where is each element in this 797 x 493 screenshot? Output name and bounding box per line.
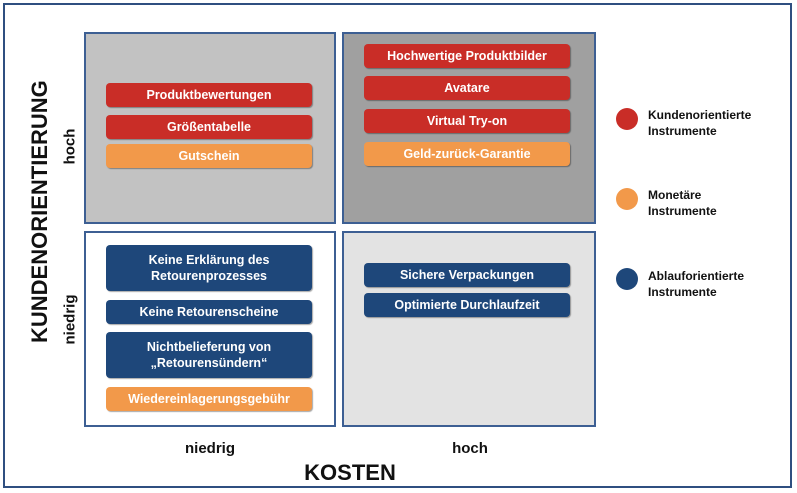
instrument-pill: Wiedereinlagerungsgebühr bbox=[106, 387, 312, 411]
legend-dot-red bbox=[616, 108, 638, 130]
legend-line: Monetäre bbox=[648, 188, 702, 202]
quadrant-top-right: Hochwertige Produktbilder Avatare Virtua… bbox=[342, 32, 596, 224]
instrument-pill: Virtual Try-on bbox=[364, 109, 570, 133]
instrument-pill: Sichere Verpackungen bbox=[364, 263, 570, 287]
legend-line: Ablauforientierte bbox=[648, 269, 745, 283]
legend-label-kundenorientiert: Kundenorientierte Instrumente bbox=[648, 107, 788, 139]
y-axis-title: KUNDENORIENTIERUNG bbox=[27, 80, 52, 343]
legend-label-monetaer: Monetäre Instrumente bbox=[648, 187, 788, 219]
instrument-pill: Größentabelle bbox=[106, 115, 312, 139]
legend-line: Instrumente bbox=[648, 285, 717, 300]
x-axis-title: KOSTEN bbox=[304, 460, 396, 485]
legend-dot-orange bbox=[616, 188, 638, 210]
quadrant-top-left: Produktbewertungen Größentabelle Gutsche… bbox=[84, 32, 336, 224]
instrument-pill: Keine Erklärung des Retourenprozesses bbox=[106, 245, 312, 291]
instrument-pill: Hochwertige Produktbilder bbox=[364, 44, 570, 68]
x-axis-low-label: niedrig bbox=[184, 440, 235, 457]
instrument-pill: Produktbewertungen bbox=[106, 83, 312, 107]
instrument-pill: Avatare bbox=[364, 76, 570, 100]
quadrant-bottom-right: Sichere Verpackungen Optimierte Durchlau… bbox=[342, 231, 596, 427]
instrument-pill: Keine Retourenscheine bbox=[106, 300, 312, 324]
y-axis-high-label: hoch bbox=[61, 128, 79, 165]
instrument-pill: Nichtbelieferung von „Retourensündern“ bbox=[106, 332, 312, 378]
legend-line: Kundenorientierte bbox=[648, 108, 752, 122]
legend-dot-blue bbox=[616, 268, 638, 290]
legend-line: Instrumente bbox=[648, 204, 717, 219]
quadrant-bottom-left: Keine Erklärung des Retourenprozesses Ke… bbox=[84, 231, 336, 427]
legend-line: Instrumente bbox=[648, 124, 717, 139]
instrument-pill: Gutschein bbox=[106, 144, 312, 168]
instrument-pill: Geld-zurück-Garantie bbox=[364, 142, 570, 166]
instrument-pill: Optimierte Durchlaufzeit bbox=[364, 293, 570, 317]
legend-label-ablauforientiert: Ablauforientierte Instrumente bbox=[648, 268, 788, 300]
y-axis-low-label: niedrig bbox=[61, 294, 79, 345]
x-axis-high-label: hoch bbox=[452, 440, 488, 457]
